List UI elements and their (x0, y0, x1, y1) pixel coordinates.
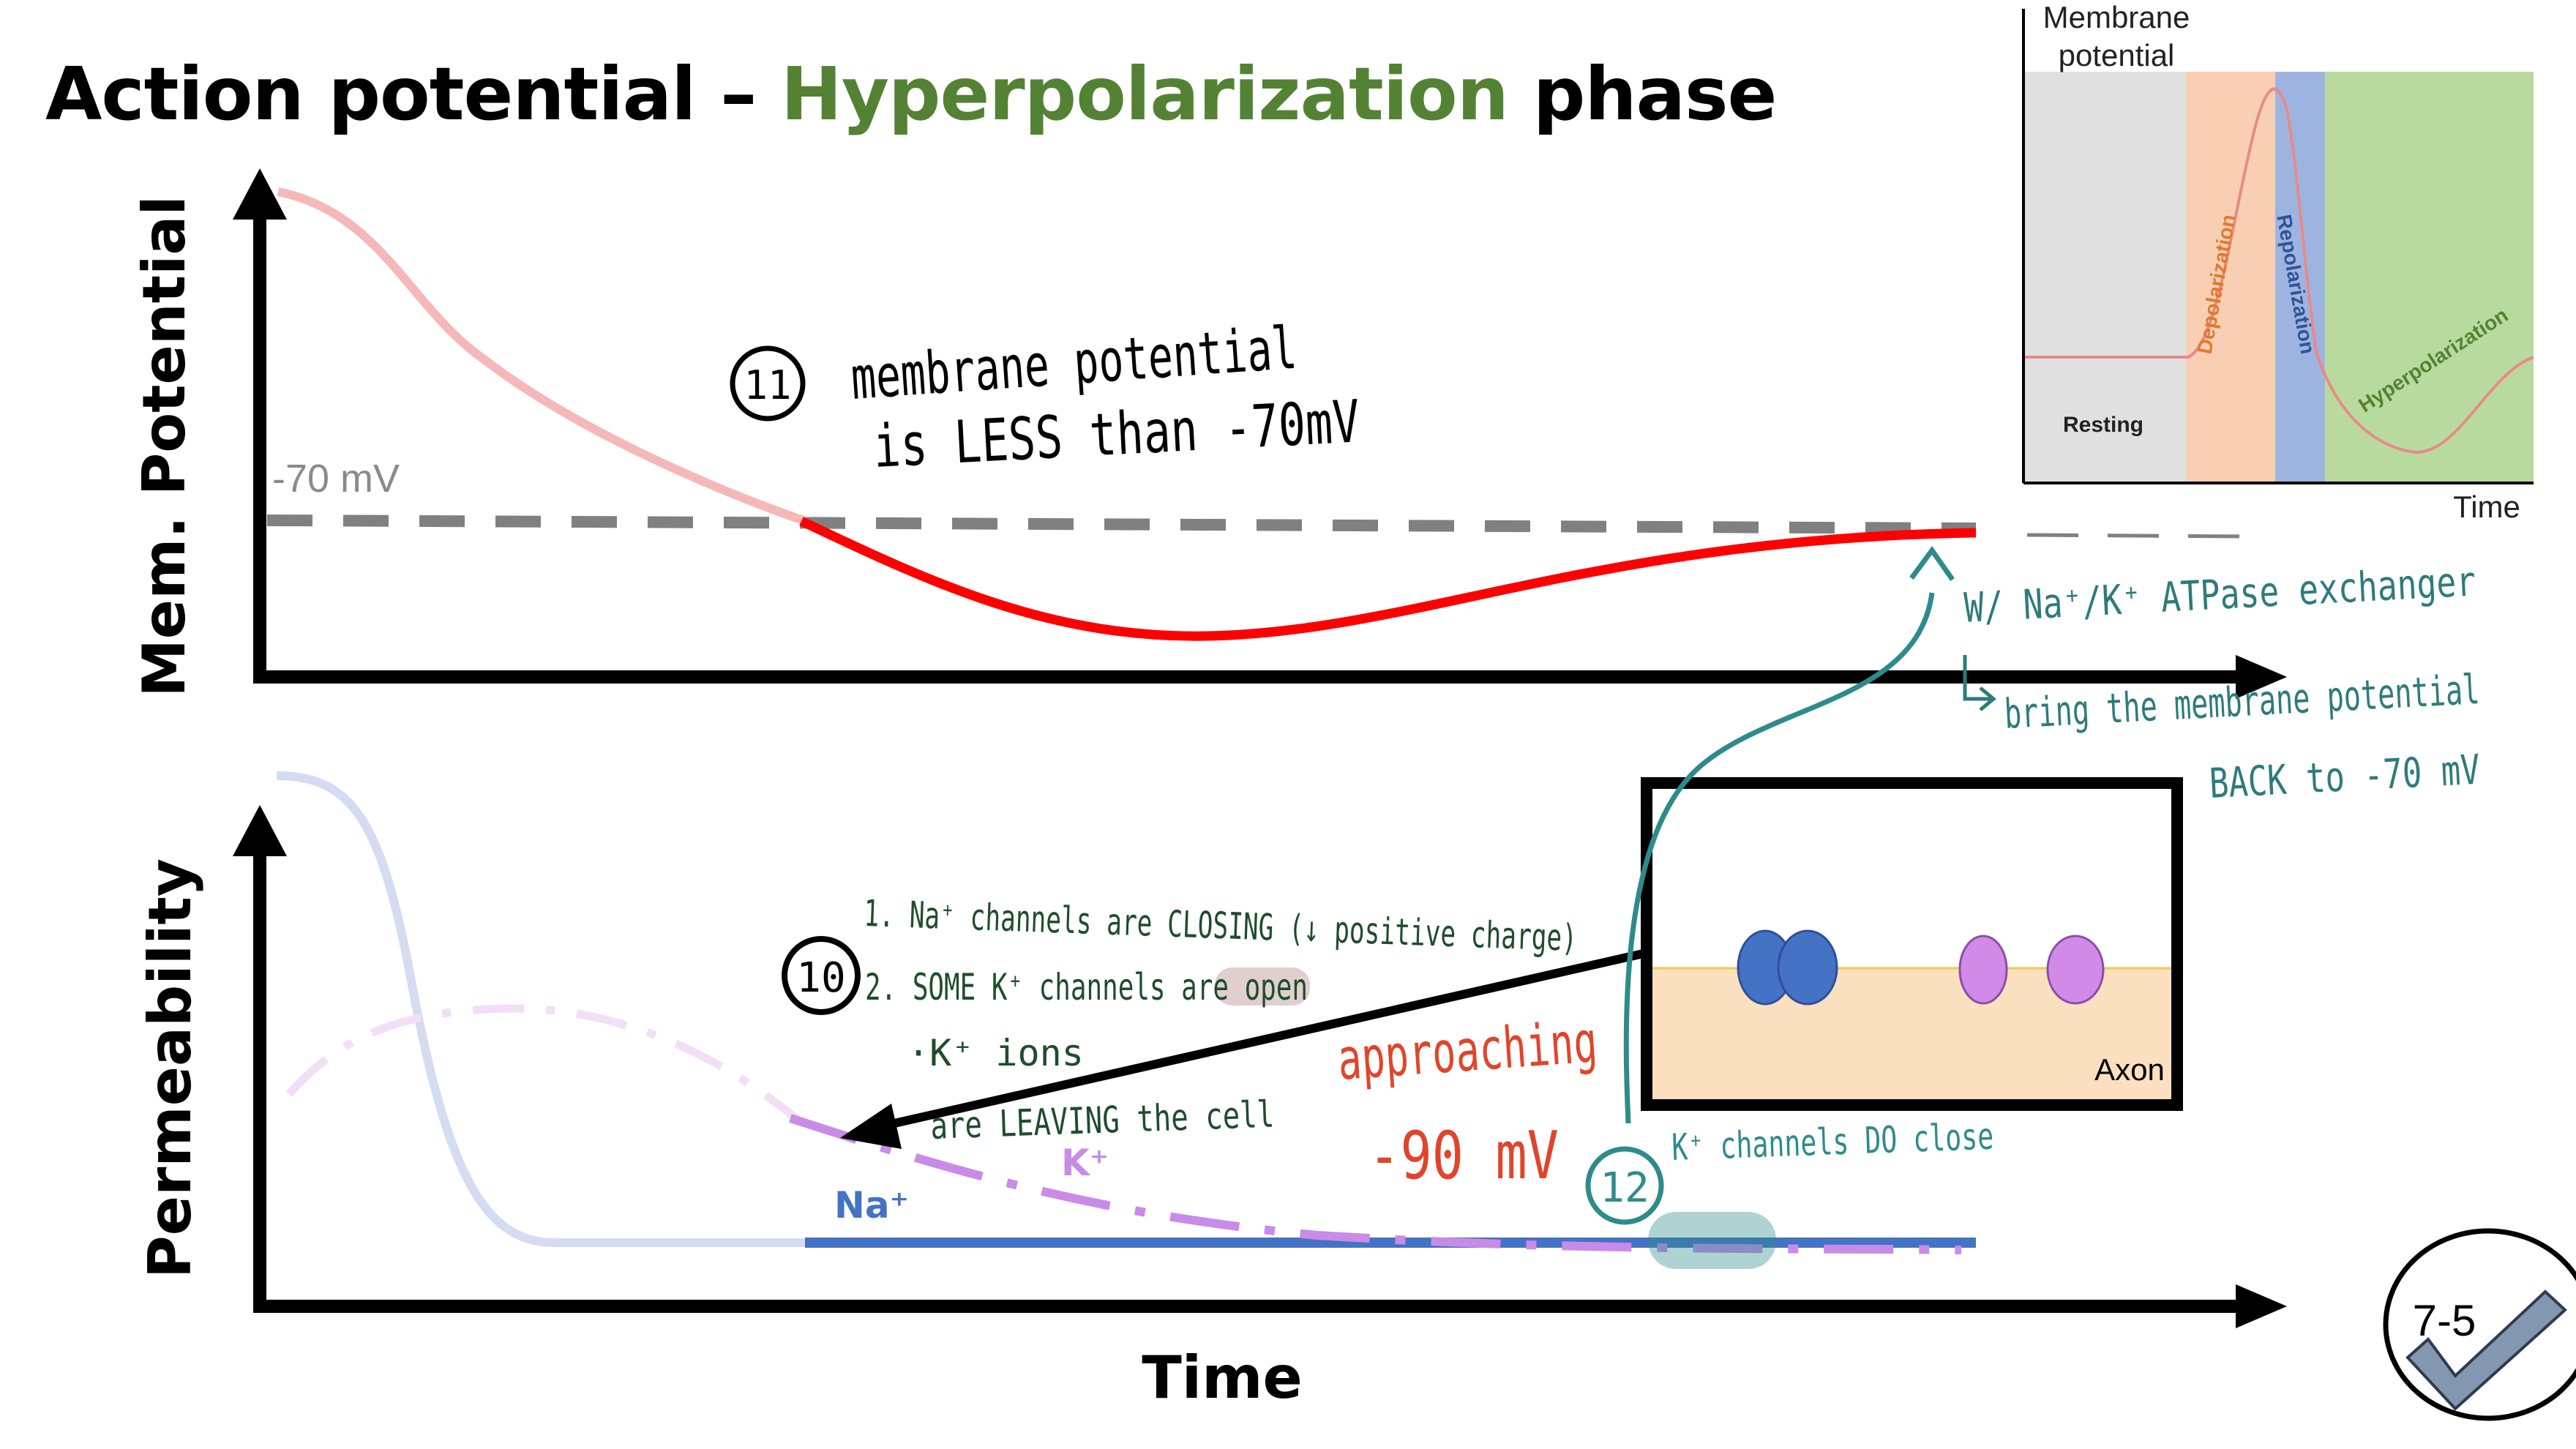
checkmark-icon (2405, 1289, 2567, 1411)
na-curve-faded (276, 771, 805, 1248)
step-10-pointer-line (877, 948, 1648, 1131)
title-suffix: phase (1508, 51, 1778, 137)
atpase-pointer-head (1909, 546, 1955, 582)
top-y-axis-label: Mem. Potential (130, 195, 198, 697)
top-y-axis-arrowhead (233, 168, 287, 220)
inset-y-label-1: Membrane (2043, 0, 2190, 34)
k-channel-left (1958, 935, 2008, 1005)
na-label: Na⁺ (834, 1184, 909, 1227)
step-12-number: 12 (1600, 1164, 1649, 1212)
title-prefix: Action potential – (45, 51, 782, 137)
inset-resting-band (2023, 72, 2186, 483)
step-10-pointer-head (840, 1104, 902, 1149)
top-x-axis-arrowhead (2236, 655, 2287, 699)
bottom-y-axis-label: Permeability (136, 858, 204, 1278)
atpase-line-1: W/ Na⁺/K⁺ ATPase exchanger (1963, 558, 2476, 632)
k-curve-faded (285, 1004, 801, 1123)
bottom-y-axis-arrowhead (233, 805, 287, 856)
atpase-pointer-curve (1623, 592, 1935, 1124)
step-10-circle (782, 936, 861, 1015)
step-10-number: 10 (796, 954, 845, 1002)
bottom-x-axis-arrowhead (2236, 1284, 2287, 1328)
open-highlight (1215, 967, 1310, 1006)
step-12-text: K⁺ channels DO close (1671, 1115, 1994, 1169)
inset-repolarization-band (2275, 72, 2325, 483)
title-highlight: Hyperpolarization (781, 51, 1509, 137)
membrane-curve-hyperpolarization (799, 517, 1977, 641)
atpase-sub-arrow (1963, 655, 1991, 701)
membrane-curve-faded (277, 187, 806, 525)
time-axis-label: Time (1142, 1344, 1303, 1412)
slide-badge: 7-5 (2383, 1228, 2576, 1421)
minus-70-label: -70 mV (272, 457, 400, 501)
permeability-graph: Na⁺ K⁺ Permeability Time (136, 771, 2287, 1412)
na-channel-right (1777, 929, 1838, 1006)
atpase-line-3: BACK to -70 mV (2208, 746, 2481, 808)
resting-reference-line (266, 514, 1977, 534)
resting-reference-line-thin (2026, 533, 2247, 539)
k-label: K⁺ (1061, 1142, 1109, 1184)
step-11-circle (730, 345, 806, 422)
approaching-label: approaching (1336, 1009, 1599, 1093)
k-permeability-line (789, 1114, 1962, 1254)
k-channel-right (2046, 935, 2105, 1005)
membrane-potential-graph: -70 mV Mem. Potential (130, 168, 2287, 699)
inset-x-label: Time (2453, 490, 2520, 524)
step-10-line-2: 2. SOME K⁺ channels are open (865, 966, 1308, 1008)
atpase-sub-arrow-head (1979, 686, 1996, 711)
k-close-highlight (1648, 1212, 1776, 1269)
inset-resting-label: Resting (2063, 413, 2143, 437)
inset-action-potential-chart: Membrane potential Time Resting Depolari… (2022, 0, 2534, 524)
page-title: Action potential – Hyperpolarization pha… (45, 51, 1778, 137)
step-10-line-1: 1. Na⁺ channels are CLOSING (↓ positive … (864, 892, 1578, 959)
step-10-line-3: ·K⁺ ions (907, 1032, 1084, 1074)
inset-ap-curve (2023, 87, 2534, 454)
inset-y-label-2: potential (2059, 38, 2175, 72)
axon-label: Axon (2094, 1052, 2165, 1087)
inset-depolarization-band (2186, 72, 2275, 483)
step-11-number: 11 (744, 362, 791, 408)
axon-membrane-box: Axon (1641, 777, 2183, 1111)
minus-90-label: -90 mV (1368, 1117, 1559, 1194)
inset-hyperpolarization-band (2325, 72, 2534, 483)
badge-label: 7-5 (2413, 1296, 2476, 1345)
step-12-circle (1585, 1146, 1664, 1225)
